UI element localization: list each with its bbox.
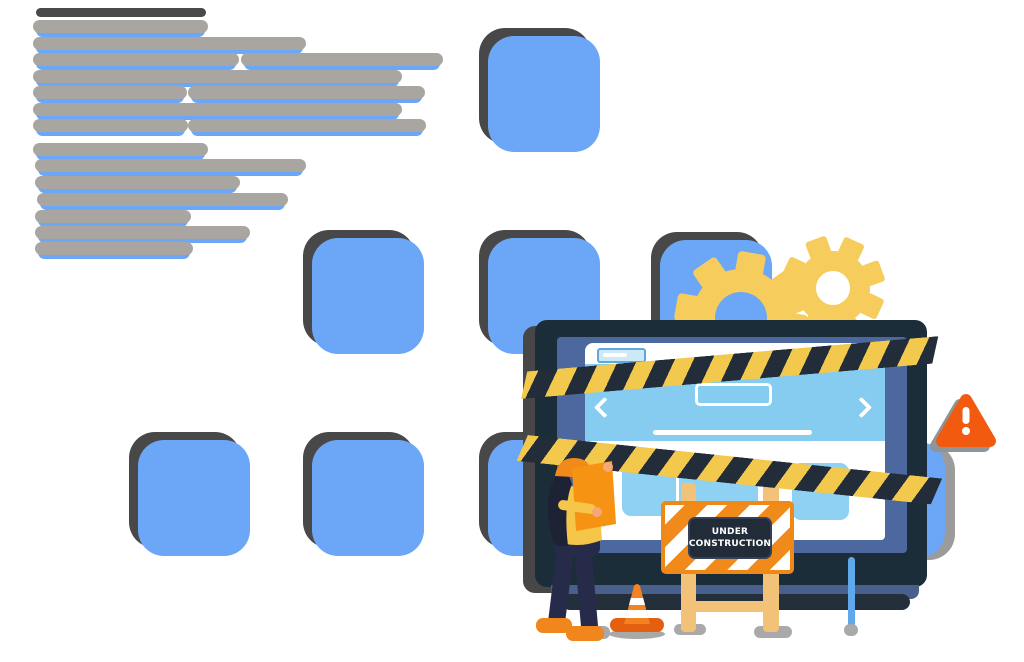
skeleton-text-bar (35, 176, 240, 193)
skeleton-text-bar (35, 210, 191, 227)
skeleton-text-bar (33, 70, 402, 87)
skeleton-text-bar (33, 20, 208, 37)
exclamation-icon (962, 407, 970, 435)
skeleton-text-bar (35, 226, 250, 243)
ground-shadow (844, 624, 858, 636)
construction-worker (536, 458, 616, 641)
skeleton-text-bar (188, 119, 426, 136)
gear-icon-small (781, 236, 885, 335)
sign-line-2: CONSTRUCTION (688, 539, 772, 549)
traffic-cone (609, 584, 665, 639)
warning-triangle-icon (930, 394, 996, 452)
skeleton-text-bar (33, 119, 188, 136)
skeleton-text-bar (33, 103, 402, 120)
skeleton-text-bar (188, 86, 425, 103)
image-placeholder-square (488, 36, 600, 152)
skeleton-text-bar (33, 53, 239, 70)
hero-text-line (663, 444, 803, 449)
hero-button-placeholder (695, 383, 772, 406)
worker-shoes (536, 618, 604, 641)
skeleton-text-bar (241, 53, 443, 70)
worker-legs (548, 549, 599, 636)
skeleton-text-bar (35, 159, 306, 176)
skeleton-heading-shadow-bar (36, 8, 206, 17)
under-construction-sign: UNDER CONSTRUCTION (688, 517, 772, 559)
sign-line-1: UNDER (711, 527, 749, 537)
image-placeholder-square (312, 440, 424, 556)
monitor-cable (848, 557, 855, 631)
skeleton-text-bar (35, 242, 193, 259)
image-placeholder-square (138, 440, 250, 556)
image-placeholder-square (312, 238, 424, 354)
address-bar-text-placeholder (603, 353, 627, 357)
chevron-left-icon (593, 396, 616, 419)
hero-text-line (653, 430, 812, 435)
address-bar-placeholder (597, 348, 646, 363)
skeleton-text-bar (33, 143, 208, 160)
skeleton-text-bar (33, 37, 306, 54)
barricade-crossbar (687, 601, 777, 612)
chevron-right-icon (850, 396, 873, 419)
skeleton-text-bar (37, 193, 288, 210)
skeleton-text-bar (33, 86, 187, 103)
